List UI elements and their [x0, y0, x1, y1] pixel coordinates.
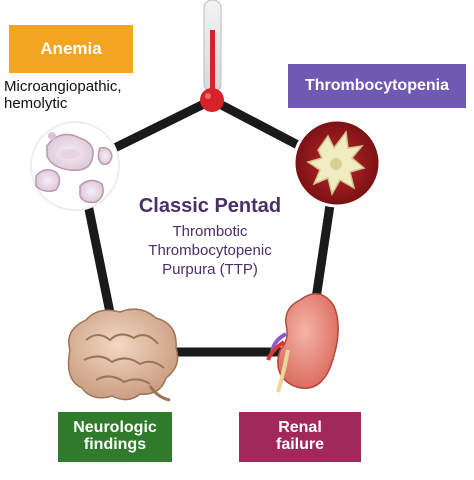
neurologic-label-line1: Neurologic [73, 419, 157, 437]
brain-icon [67, 308, 179, 402]
center-subtitle: Thrombotic Thrombocytopenic Purpura (TTP… [110, 222, 310, 279]
anemia-description: Microangiopathic, hemolytic [4, 78, 174, 113]
thermometer-icon [200, 0, 224, 112]
thrombocytopenia-label-box: Thrombocytopenia [288, 64, 466, 108]
renal-label-line1: Renal [278, 419, 322, 437]
center-subtitle-line3: Purpura (TTP) [162, 261, 258, 279]
center-title: Classic Pentad [138, 195, 282, 217]
neurologic-label-line2: findings [83, 436, 147, 453]
platelet-icon [292, 118, 382, 208]
center-subtitle-line1: Thrombotic [172, 223, 248, 240]
anemia-label: Anemia [40, 39, 102, 59]
renal-label-box: Renal failure [239, 412, 361, 462]
renal-label-line2: failure [275, 436, 324, 453]
anemia-label-box: Anemia [9, 25, 133, 73]
anemia-description-line1: Microangiopathic, [4, 78, 122, 95]
red-blood-cells-icon [30, 121, 120, 211]
anemia-description-line2: hemolytic [4, 95, 68, 113]
thrombocytopenia-label: Thrombocytopenia [304, 76, 449, 94]
center-subtitle-line2: Thrombocytopenic [148, 242, 272, 260]
neurologic-label-box: Neurologic findings [58, 412, 172, 462]
kidney-icon [266, 293, 339, 393]
